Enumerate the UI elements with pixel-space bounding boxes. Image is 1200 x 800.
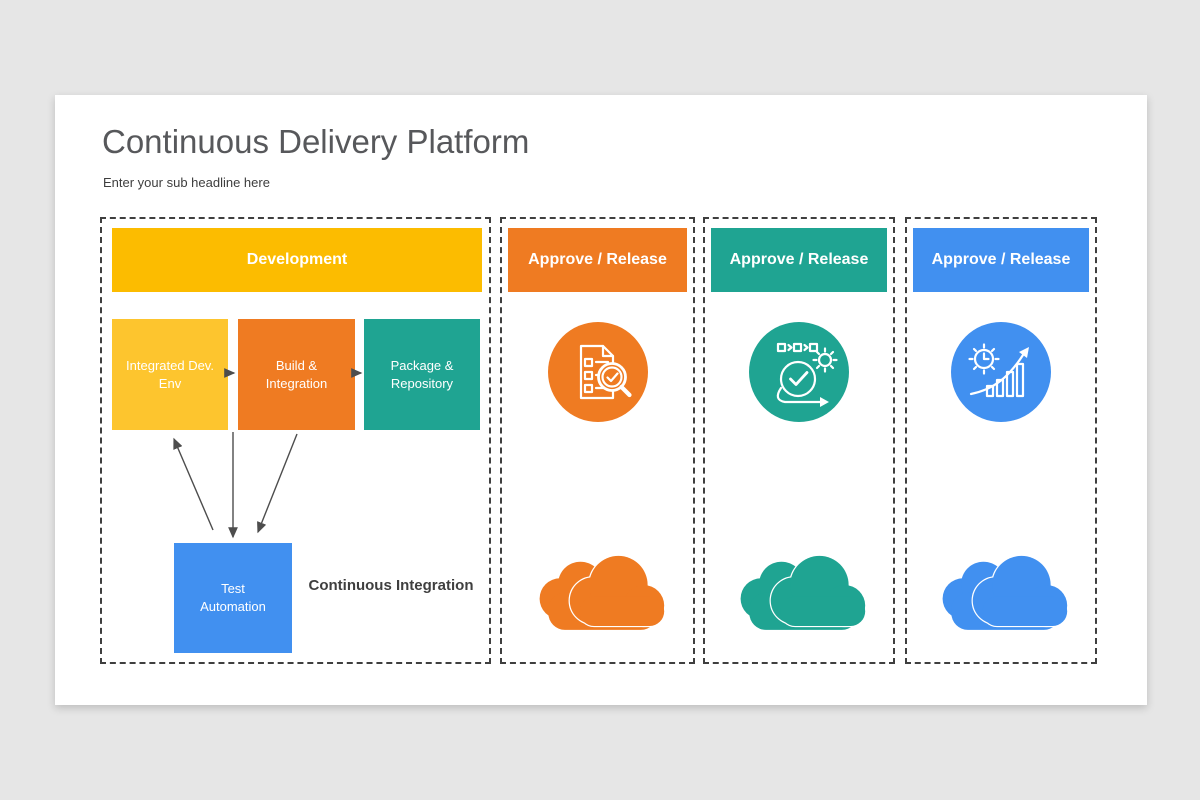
arrow-test-to-ide [173, 437, 214, 531]
approve-release-header-3: Approve / Release [913, 228, 1089, 292]
arrow-build2-to-test [257, 433, 298, 534]
development-header: Development [112, 228, 482, 292]
checklist-search-icon [547, 322, 648, 422]
approve-release-header-1: Approve / Release [508, 228, 687, 292]
cloud-icon [942, 554, 1069, 630]
cloud-icon [740, 554, 867, 630]
development-column: Development Integrated Dev. Env Build & … [100, 217, 491, 664]
agile-sprint-icon [749, 322, 849, 422]
continuous-integration-label: Continuous Integration [308, 577, 474, 594]
page-title: Continuous Delivery Platform [102, 123, 530, 160]
page-subtitle: Enter your sub headline here [103, 175, 270, 190]
test-automation-box: Test Automation [174, 543, 292, 653]
package-repository-box: Package & Repository [364, 319, 480, 430]
approve-release-header-2: Approve / Release [711, 228, 887, 292]
cloud-icon [539, 554, 665, 630]
approve-release-column-2: Approve / Release [703, 217, 895, 664]
cloud-front-fill [569, 555, 664, 626]
build-integration-box: Build & Integration [238, 319, 355, 430]
approve-release-column-3: Approve / Release [905, 217, 1097, 664]
cloud-front-fill [972, 555, 1068, 626]
cloud-front-fill [770, 555, 866, 626]
growth-chart-icon [951, 322, 1051, 422]
slide-canvas: Continuous Delivery Platform Enter your … [55, 95, 1147, 705]
integrated-dev-env-box: Integrated Dev. Env [112, 319, 228, 430]
approve-release-column-1: Approve / Release [500, 217, 695, 664]
